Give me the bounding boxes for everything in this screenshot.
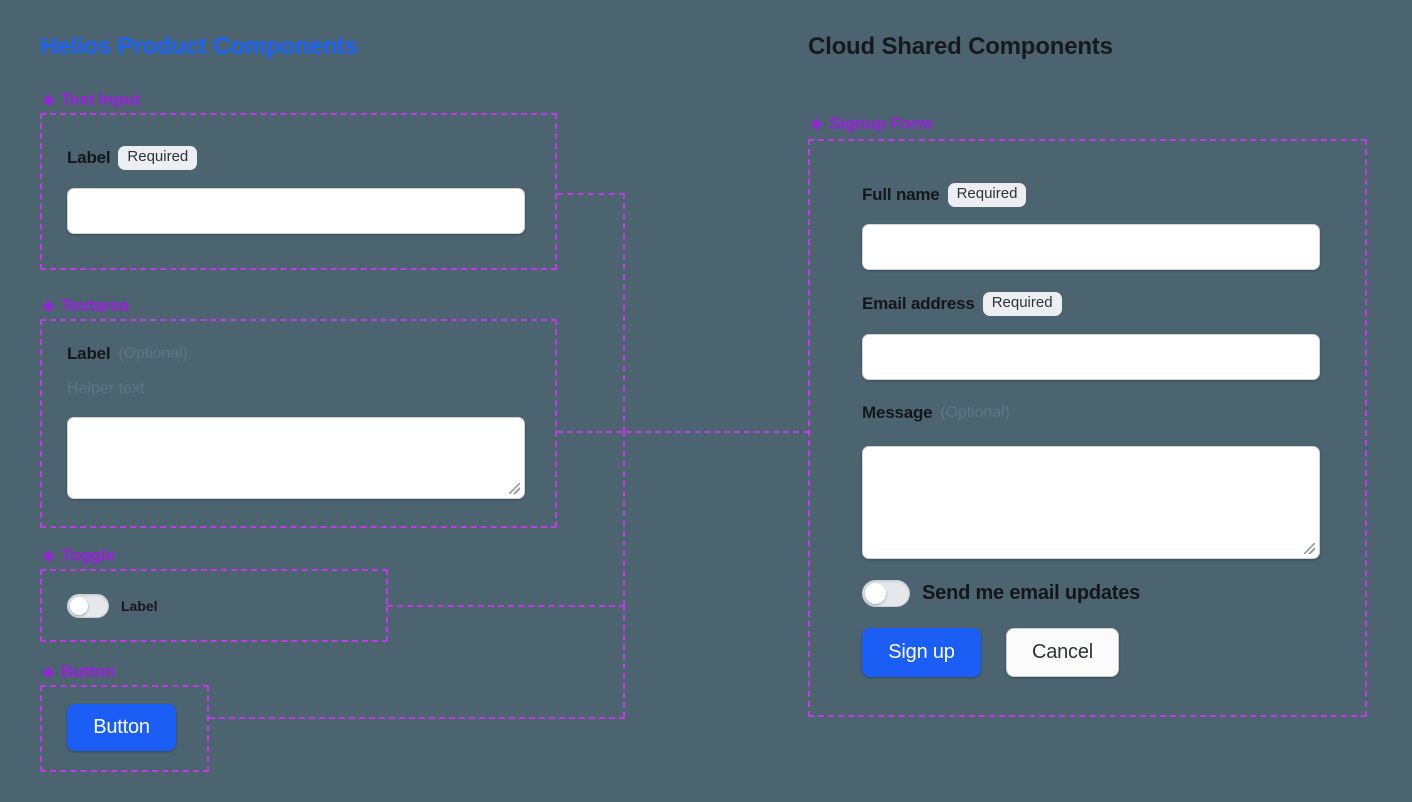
section-caption-label: Signup Form <box>829 114 933 133</box>
connector-button-v <box>623 605 625 718</box>
full-name-label-row: Full name Required <box>862 183 1027 207</box>
textarea-optional-text: (Optional) <box>118 345 188 362</box>
section-caption-text-input: Text Input <box>42 90 140 110</box>
section-caption-label: Text Input <box>61 90 140 109</box>
message-textarea[interactable] <box>862 446 1320 559</box>
text-input-label: Label <box>67 147 111 167</box>
message-label-row: Message (Optional) <box>862 403 1010 423</box>
full-name-label: Full name <box>862 184 940 204</box>
toggle-label: Label <box>121 598 158 614</box>
section-caption-toggle: Toggle <box>42 546 115 566</box>
frame-signup-form <box>808 139 1367 717</box>
diamond-cluster-icon <box>42 299 55 313</box>
email-required-badge: Required <box>982 292 1062 316</box>
connector-text-input-h <box>557 193 625 195</box>
section-caption-signup-form: Signup Form <box>810 114 933 134</box>
message-optional-text: (Optional) <box>940 404 1010 421</box>
cancel-button[interactable]: Cancel <box>1006 628 1119 677</box>
text-input-required-badge: Required <box>118 146 198 170</box>
text-input-field[interactable] <box>67 188 525 234</box>
frame-text-input <box>40 113 557 270</box>
full-name-input[interactable] <box>862 224 1320 270</box>
email-updates-toggle[interactable] <box>862 580 910 607</box>
textarea-label: Label <box>67 344 111 363</box>
message-label: Message <box>862 403 933 422</box>
section-caption-textarea: Textarea <box>42 296 129 316</box>
sign-up-button[interactable]: Sign up <box>862 628 981 677</box>
section-caption-label: Textarea <box>61 296 129 315</box>
email-input[interactable] <box>862 334 1320 380</box>
section-caption-button: Button <box>42 662 115 682</box>
toggle-knob <box>865 583 886 604</box>
diamond-cluster-icon <box>810 117 823 131</box>
toggle-switch[interactable] <box>67 594 109 618</box>
textarea-label-row: Label (Optional) <box>67 344 188 364</box>
connector-toggle-v <box>623 431 625 606</box>
connector-toggle-h <box>387 605 625 607</box>
email-label-row: Email address Required <box>862 292 1062 316</box>
section-caption-label: Toggle <box>61 546 115 565</box>
connector-text-input-v <box>623 193 625 432</box>
frame-button <box>40 685 209 772</box>
full-name-required-badge: Required <box>947 183 1027 207</box>
demo-button[interactable]: Button <box>67 704 176 751</box>
textarea-field[interactable] <box>67 417 525 499</box>
connector-textarea-h <box>557 431 809 433</box>
connector-button-h <box>209 717 625 719</box>
email-updates-label: Send me email updates <box>922 582 1141 604</box>
toggle-knob <box>70 597 88 615</box>
text-input-label-row: Label Required <box>67 146 198 170</box>
frame-textarea <box>40 319 557 528</box>
section-caption-label: Button <box>61 662 116 681</box>
toggle-row[interactable]: Label <box>67 594 158 618</box>
frame-toggle <box>40 569 388 642</box>
email-updates-toggle-row[interactable]: Send me email updates <box>862 580 1140 607</box>
diamond-cluster-icon <box>42 549 55 563</box>
page-title-cloud: Cloud Shared Components <box>808 33 1113 60</box>
textarea-helper-text: Helper text <box>67 380 145 397</box>
diamond-cluster-icon <box>42 665 55 679</box>
page-title-helios: Helios Product Components <box>40 33 358 60</box>
diamond-cluster-icon <box>42 93 55 107</box>
email-label: Email address <box>862 293 975 313</box>
